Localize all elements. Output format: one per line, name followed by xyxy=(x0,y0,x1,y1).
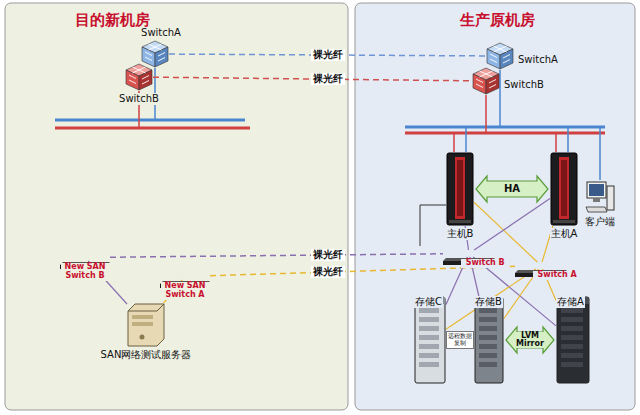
device-label: 客户端 xyxy=(584,216,616,228)
san-link xyxy=(446,269,536,329)
room-title: 目的新机房 xyxy=(75,11,150,30)
san-link xyxy=(446,340,474,341)
connector-label: HA xyxy=(502,183,522,195)
storage-device: 存储C xyxy=(414,296,446,384)
tower-device: 主机A xyxy=(550,152,578,226)
cube-device: SwitchA xyxy=(486,42,514,70)
device-label: SwitchB xyxy=(118,93,160,105)
connector-label: 裸光纤 xyxy=(311,49,345,61)
storage-icon xyxy=(414,296,446,388)
san-link xyxy=(474,202,537,262)
machine-room: 生产原机房SwitchASwitchB主机B主机A客户端Switch BSwit… xyxy=(355,3,635,410)
device-label: 存储B xyxy=(474,296,503,308)
device-label: New SAN Switch A xyxy=(161,282,209,300)
connector-label: 裸光纤 xyxy=(311,249,345,261)
device-label: SwitchB xyxy=(503,79,545,91)
storage-device: 存储B xyxy=(474,296,504,384)
room-title: 生产原机房 xyxy=(460,11,535,30)
sw-device: Switch A xyxy=(515,262,567,269)
fiber-link xyxy=(110,254,443,257)
cube-icon xyxy=(125,63,153,95)
cube-icon xyxy=(486,42,514,74)
storage-device: 存储A xyxy=(556,296,590,384)
server-icon xyxy=(127,303,165,351)
device-label: 主机A xyxy=(550,228,579,240)
sw-device: New SAN Switch A xyxy=(160,273,210,280)
device-label: 主机B xyxy=(446,228,475,240)
pc-device: 客户端 xyxy=(585,180,615,214)
double-arrow xyxy=(506,327,554,353)
sw-device: Switch B xyxy=(443,250,495,257)
double-arrow xyxy=(476,176,548,202)
device-label: Switch A xyxy=(533,271,581,280)
connector-label: 远程数据复制 xyxy=(446,331,474,349)
tower-icon xyxy=(550,152,578,230)
room-panel xyxy=(355,3,635,410)
fiber-link xyxy=(169,54,486,56)
sw-device: New SAN Switch B xyxy=(60,254,110,261)
tower-device: 主机B xyxy=(446,152,474,226)
room-panel xyxy=(5,3,348,410)
fiber-link xyxy=(153,77,472,81)
server-device: SAN网络测试服务器 xyxy=(127,303,165,347)
device-label: SwitchA xyxy=(140,27,182,39)
cube-icon xyxy=(472,67,500,99)
connector-label: 裸光纤 xyxy=(311,73,345,85)
machine-room: 目的新机房SwitchASwitchBNew SAN Switch BNew S… xyxy=(5,3,348,410)
connector-label: 裸光纤 xyxy=(311,266,345,278)
connector-label: LVM Mirror xyxy=(514,332,546,349)
storage-icon xyxy=(556,296,590,388)
network-bus xyxy=(55,68,605,246)
device-label: SwitchA xyxy=(517,54,559,66)
device-label: New SAN Switch B xyxy=(61,263,109,281)
storage-icon xyxy=(474,296,504,388)
device-label: 存储C xyxy=(414,296,443,308)
device-label: Switch B xyxy=(461,259,509,268)
device-label: 存储A xyxy=(556,296,585,308)
tower-icon xyxy=(446,152,474,230)
cube-device: SwitchB xyxy=(472,67,500,95)
device-label: SAN网络测试服务器 xyxy=(100,349,193,361)
cube-device: SwitchB xyxy=(125,63,153,91)
san-link xyxy=(474,199,550,250)
pc-icon xyxy=(585,180,615,218)
cube-device: SwitchA xyxy=(141,40,169,68)
